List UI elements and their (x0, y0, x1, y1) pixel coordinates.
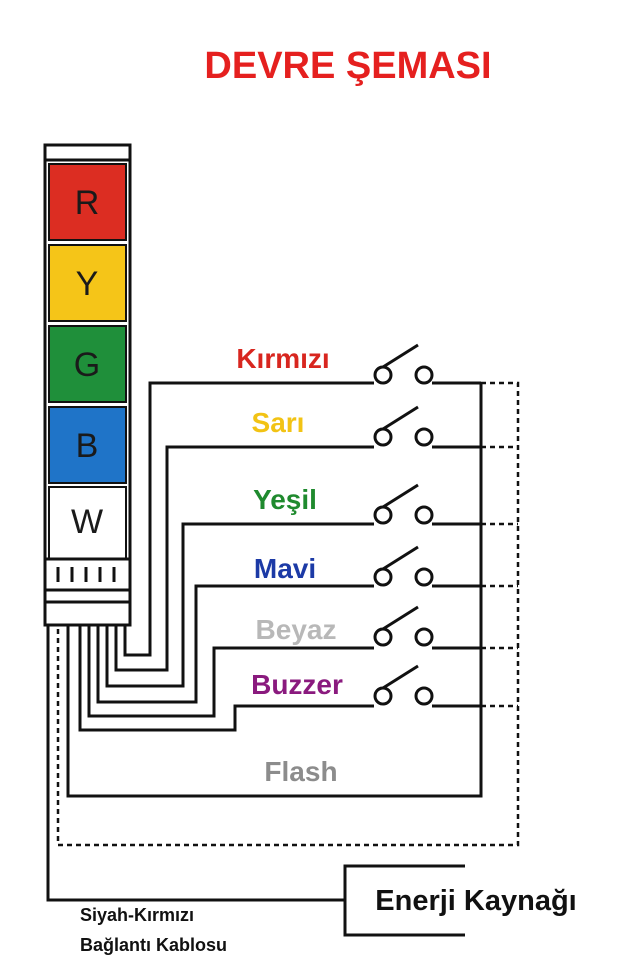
segment-blue (48, 406, 127, 484)
switch-sari (373, 405, 434, 447)
terminal-strip-icon (56, 567, 116, 582)
segment-label-g: G (74, 346, 100, 384)
signal-tower: R Y G B W (43, 143, 132, 627)
dashed-bus-vertical (56, 381, 520, 847)
power-supply-label: Enerji Kaynağı (375, 885, 576, 917)
switch-kirmizi (373, 343, 434, 385)
power-supply-box (343, 864, 465, 937)
segment-label-w: W (71, 503, 103, 541)
wire-flash (66, 383, 483, 798)
cable-label-line2: Bağlantı Kablosu (80, 935, 227, 955)
segment-label-y: Y (76, 265, 99, 303)
wire-sari (114, 445, 374, 672)
wire-yesil (105, 522, 374, 688)
segment-label-b: B (76, 427, 99, 465)
channel-label-flash: Flash (264, 756, 337, 787)
wire-mavi (96, 584, 374, 704)
cable-label-line1: Siyah-Kırmızı (80, 905, 194, 925)
channel-label-beyaz: Beyaz (256, 614, 337, 645)
switch-buzzer (373, 664, 434, 706)
wire-beyaz (87, 625, 374, 718)
channel-label-buzzer: Buzzer (251, 669, 343, 700)
switch-yesil (373, 483, 434, 525)
power-supply: Enerji Kaynağı (343, 864, 577, 937)
segment-red (48, 163, 127, 241)
channel-label-sari: Sarı (252, 407, 305, 438)
channel-label-mavi: Mavi (254, 553, 316, 584)
switch-mavi (373, 545, 434, 587)
wire-kirmizi (123, 381, 374, 657)
channel-label-yesil: Yeşil (253, 484, 317, 515)
wiring (46, 381, 520, 902)
channel-label-kirmizi: Kırmızı (236, 343, 329, 374)
segment-green (48, 325, 127, 403)
segment-white (48, 486, 127, 560)
segment-yellow (48, 244, 127, 322)
wire-buzzer (78, 625, 374, 732)
switches (373, 343, 434, 706)
segment-label-r: R (75, 184, 100, 222)
wire-power-negative (46, 625, 345, 902)
diagram-title: DEVRE ŞEMASI (204, 45, 491, 87)
switch-beyaz (373, 605, 434, 647)
